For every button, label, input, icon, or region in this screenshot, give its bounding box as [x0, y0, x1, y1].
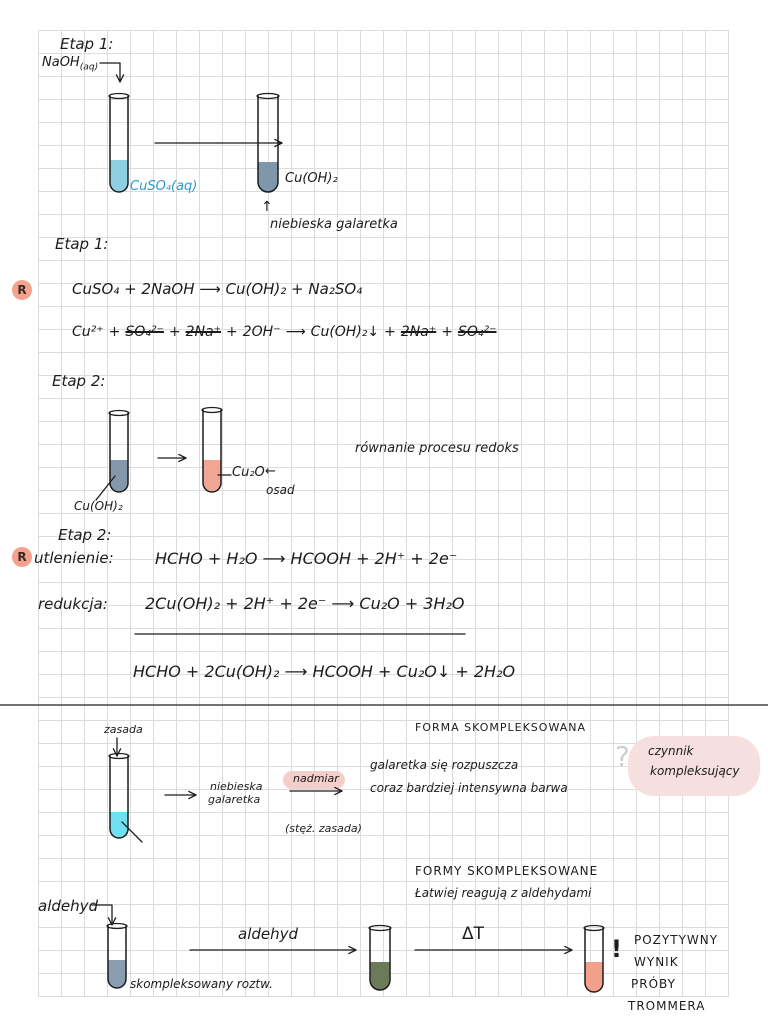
stage1-diagram-label: Etap 1:: [60, 35, 114, 53]
test-tube-8-rim: [583, 924, 605, 932]
complex-form-heading: FORMA SKOMPLEKSOWANA: [415, 721, 587, 734]
test-tube-5-rim: [108, 752, 130, 760]
excess-label: nadmiar: [293, 772, 339, 785]
ionic-operator: +: [108, 324, 121, 340]
oxidation-equation: HCHO + H₂O ⟶ HCOOH + 2H⁺ + 2e⁻: [155, 549, 458, 568]
observation-2: coraz bardziej intensywna barwa: [370, 781, 568, 795]
excess-highlight: [283, 771, 345, 789]
exclamation-mark: !: [611, 935, 622, 963]
tube5-liquid: [110, 812, 128, 838]
question-mark: ?: [615, 740, 630, 773]
test-tube-2-rim: [256, 92, 280, 100]
cuso4-label: CuSO₄(aq): [130, 179, 198, 194]
test-tube-6-rim: [106, 922, 128, 930]
complexing-agent-line-1: czynnik: [648, 744, 694, 758]
result-line-2: WYNIK: [634, 955, 679, 969]
test-tube-2: [257, 95, 279, 193]
test-tube-8: [584, 927, 604, 993]
test-tube-1: [109, 95, 129, 193]
stage2-diagram-label: Etap 2:: [52, 372, 106, 390]
naoh-state: (aq): [79, 62, 99, 73]
ionic-operator: +: [441, 324, 453, 340]
precipitate-label: osad: [266, 483, 295, 497]
reaction-marker-1: R: [17, 283, 27, 297]
reaction-marker-dot-2: [12, 547, 32, 567]
base-label: zasada: [104, 723, 143, 736]
ionic-operator: +: [226, 324, 238, 340]
aldehyde-arrow-label: aldehyd: [238, 925, 299, 943]
molecular-equation: CuSO₄ + 2NaOH ⟶ Cu(OH)₂ + Na₂SO₄: [72, 280, 363, 298]
test-tube-7-rim: [368, 924, 392, 932]
test-tube-3-rim: [108, 409, 130, 417]
ionic-term: Cu²⁺: [72, 324, 104, 340]
ionic-term-struck: SO₄²⁻: [125, 324, 164, 340]
complexing-agent-highlight: [628, 736, 760, 796]
cuoh2-product-label: Cu(OH)₂: [285, 171, 338, 186]
ionic-term-struck: 2Na⁺: [400, 324, 437, 340]
test-tube-4-rim: [201, 406, 223, 414]
gel-label-line-1: niebieska: [210, 780, 263, 793]
oxidation-label: utlenienie:: [34, 549, 114, 567]
excess-note: (stęż. zasada): [285, 822, 362, 835]
overall-equation: HCHO + 2Cu(OH)₂ ⟶ HCOOH + Cu₂O↓ + 2H₂O: [133, 662, 516, 681]
gel-pointer-arrow: ↑: [261, 199, 273, 215]
aldehyde-reagent-label: aldehyd: [38, 897, 99, 915]
complexed-solution-label: skompleksowany roztw.: [130, 977, 273, 991]
precipitate-pointer-arrow: ←: [265, 464, 276, 479]
ionic-operator: +: [168, 324, 181, 340]
reduction-label: redukcja:: [38, 595, 108, 613]
cuoh2-label-pointer: [95, 475, 116, 501]
tube5-stirring-stick: [121, 821, 143, 843]
stage2-equations-label: Etap 2:: [58, 526, 112, 544]
gel-label-line-2: galaretka: [208, 793, 261, 806]
aldehyde-pour-arrow: [91, 904, 117, 926]
observation-1: galaretka się rozpuszcza: [370, 758, 519, 772]
complexing-agent-line-2: kompleksujący: [650, 764, 740, 778]
result-line-1: POZYTYWNY: [634, 933, 719, 947]
result-line-3: PRÓBY: [631, 977, 676, 991]
ionic-term-struck: SO₄²⁻: [457, 324, 497, 340]
naoh-reagent: NaOH(aq): [42, 55, 99, 73]
test-tube-1-rim: [108, 92, 130, 100]
result-line-4: TROMMERA: [628, 999, 706, 1013]
test-tube-3: [109, 412, 129, 493]
tube6-liquid: [108, 960, 126, 988]
ionic-term: 2OH⁻: [242, 324, 281, 340]
redox-note: równanie procesu redoks: [355, 441, 519, 456]
tube1-liquid: [110, 160, 128, 192]
test-tube-7: [369, 927, 391, 991]
tube7-liquid: [370, 962, 390, 990]
reaction-marker-dot-1: [12, 280, 32, 300]
reduction-equation: 2Cu(OH)₂ + 2H⁺ + 2e⁻ ⟶ Cu₂O + 3H₂O: [145, 594, 465, 613]
naoh-formula: NaOH: [42, 55, 80, 70]
stage1-equations-label: Etap 1:: [55, 235, 109, 253]
cuoh2-tube-label: Cu(OH)₂: [74, 499, 123, 513]
test-tube-5: [109, 755, 129, 839]
ionic-arrow: ⟶: [285, 324, 306, 340]
test-tube-6: [107, 925, 127, 989]
ionic-operator: +: [384, 324, 396, 340]
gel-label: niebieska galaretka: [270, 217, 398, 232]
tube2-liquid: [258, 162, 278, 192]
ionic-equation: Cu²⁺+SO₄²⁻+2Na⁺+2OH⁻⟶Cu(OH)₂↓+2Na⁺+SO₄²⁻: [72, 324, 502, 340]
tube3-liquid: [110, 460, 128, 492]
ionic-term-struck: 2Na⁺: [185, 324, 222, 340]
test-tube-4: [202, 409, 222, 493]
tube8-liquid: [585, 962, 603, 992]
cu2o-label: Cu₂O: [232, 465, 265, 480]
graph-paper-grid: [38, 30, 729, 997]
complex-forms-subheading: Łatwiej reagują z aldehydami: [415, 886, 592, 900]
complex-forms-heading: FORMY SKOMPLEKSOWANE: [415, 864, 599, 878]
heating-arrow-label: ΔT: [462, 924, 485, 944]
ionic-term: Cu(OH)₂↓: [310, 324, 380, 340]
reaction-marker-2: R: [17, 550, 27, 564]
naoh-pour-arrow: [99, 62, 125, 83]
tube4-liquid: [203, 460, 221, 492]
